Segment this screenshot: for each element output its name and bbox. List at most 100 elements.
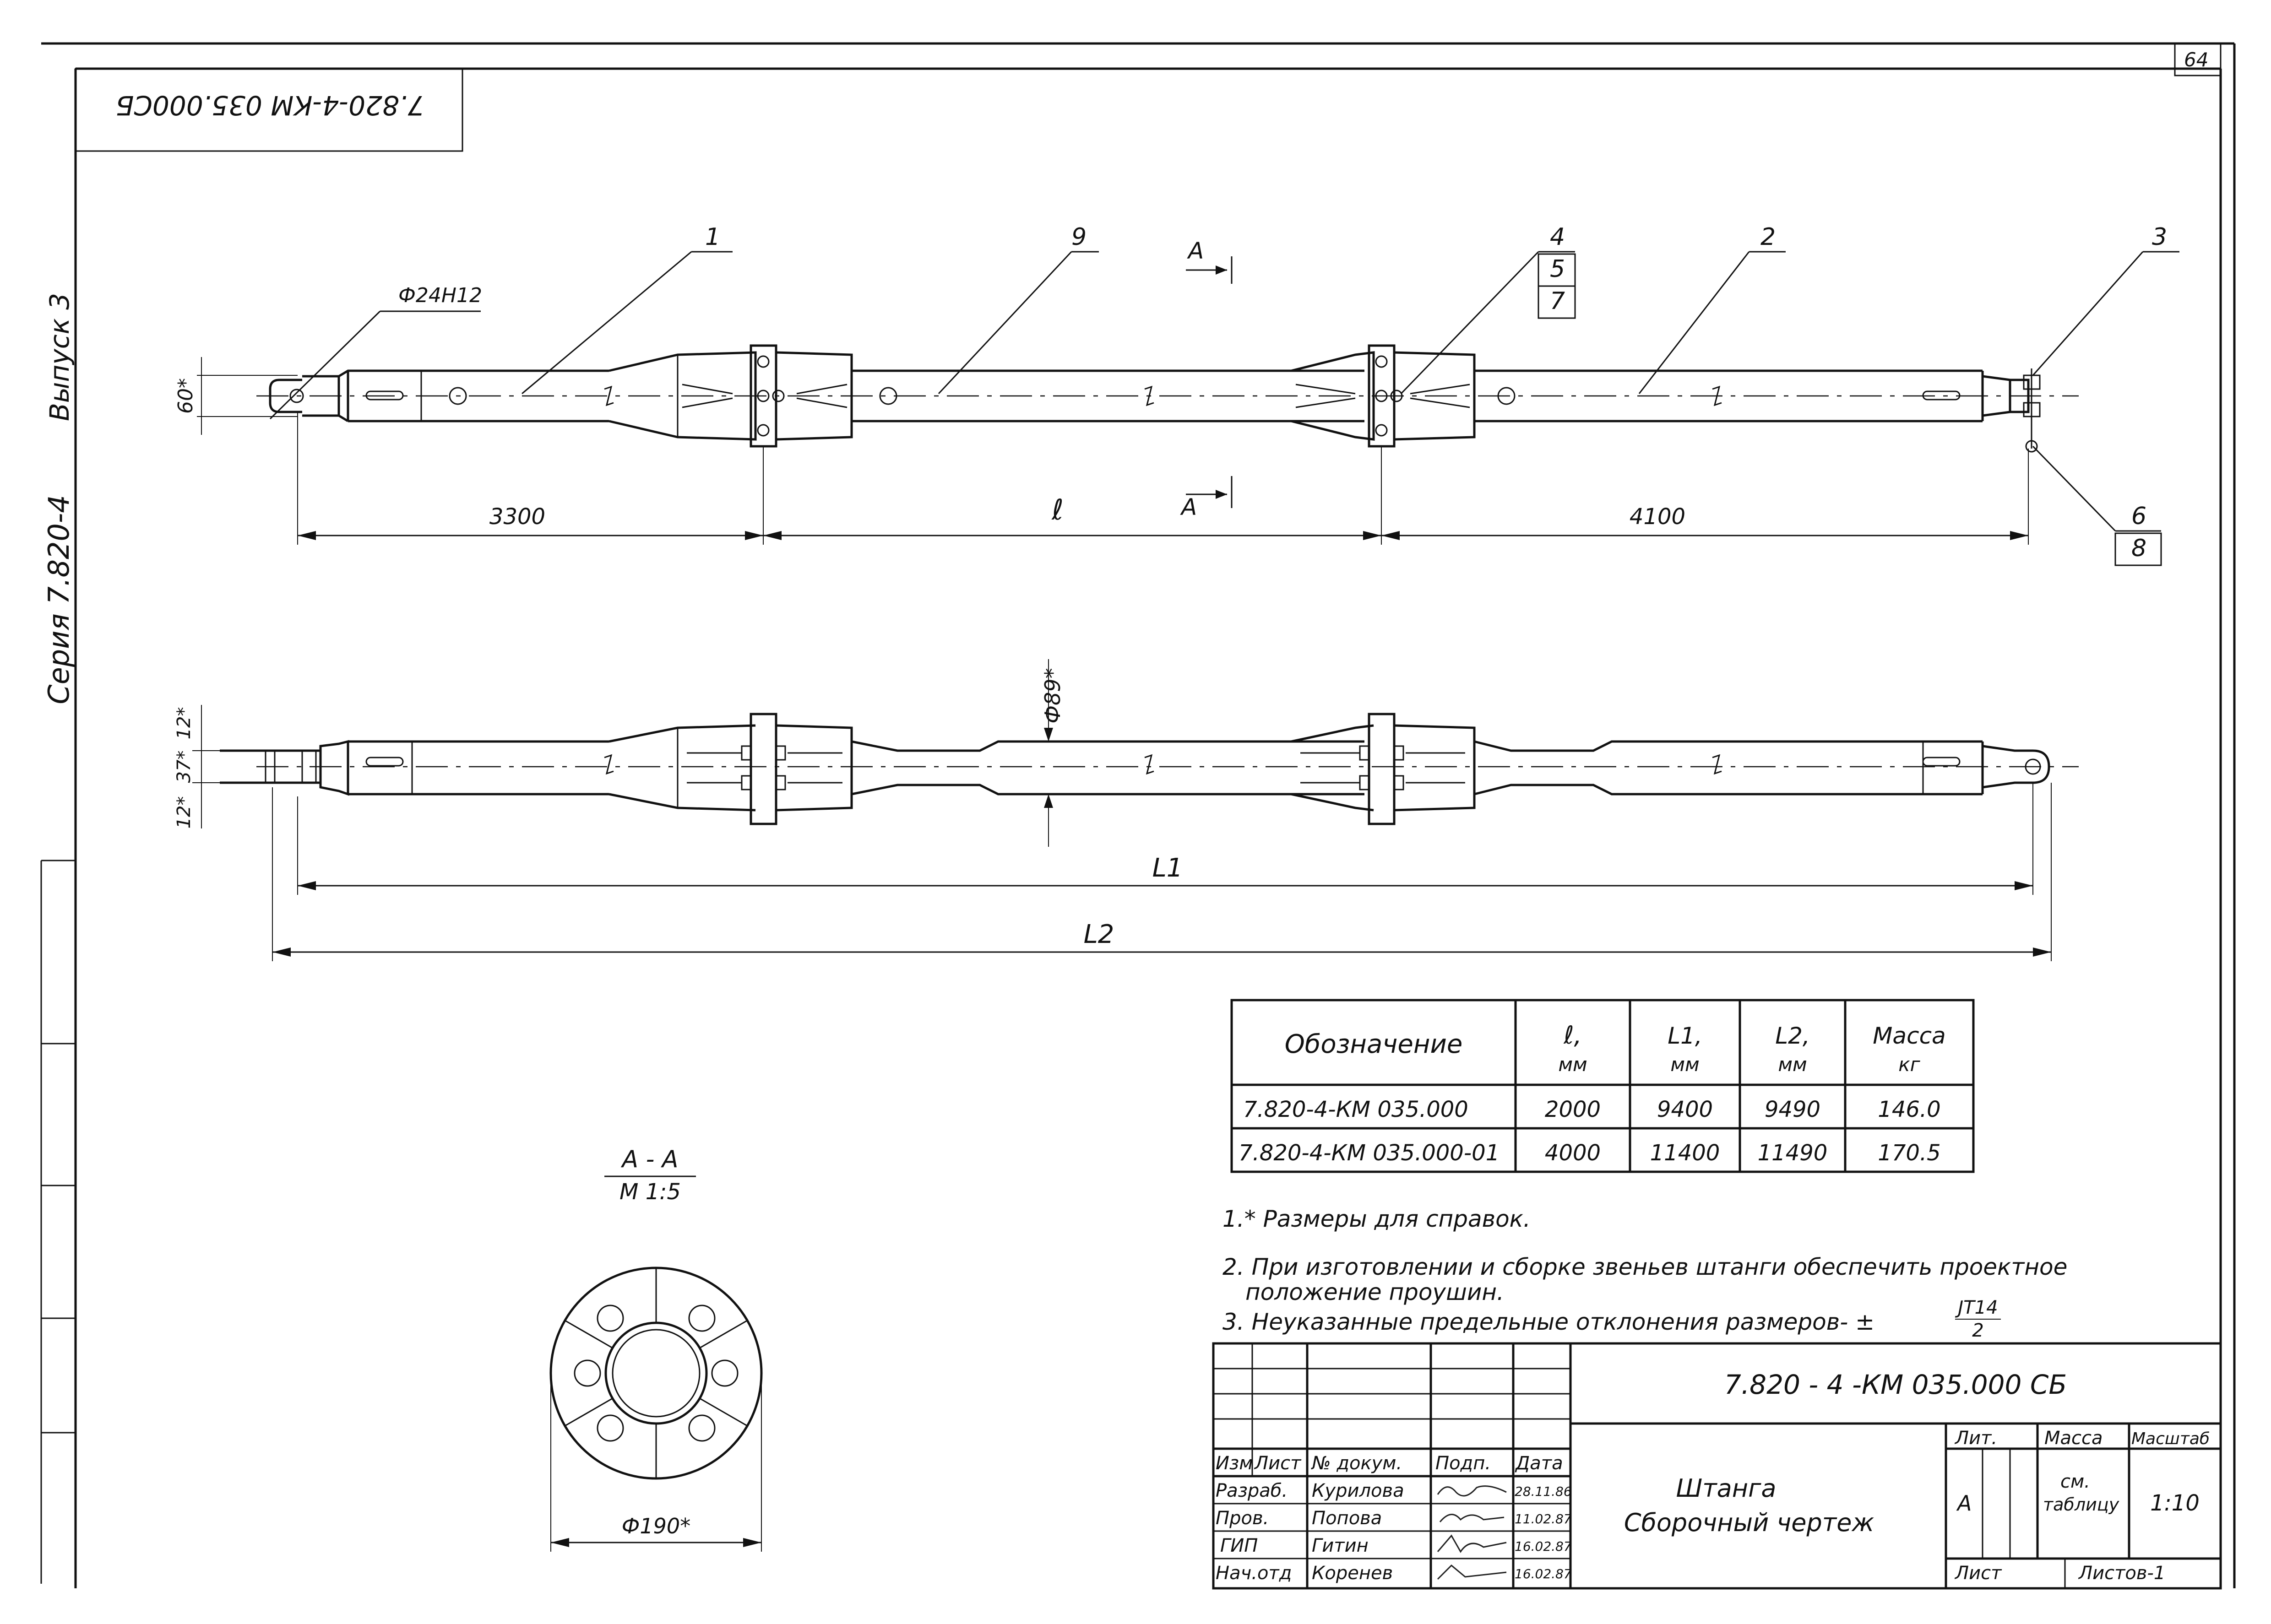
dim-L1: L1 — [1152, 853, 1183, 883]
tb-col-sign: Подп. — [1435, 1453, 1491, 1474]
note-2-line2: положение проушин. — [1245, 1279, 1504, 1305]
callout-6: 6 — [2131, 503, 2146, 530]
section-a-a — [549, 1175, 763, 1552]
table-row2-L2: 11490 — [1758, 1140, 1828, 1166]
section-scale: М 1:5 — [619, 1179, 681, 1205]
tb-date-4: 16.02.87 — [1515, 1566, 1572, 1581]
table-header-mass-unit: кг — [1898, 1053, 1920, 1076]
section-letter-top: A — [1187, 238, 1204, 264]
dim-L2: L2 — [1084, 920, 1114, 949]
note-3-numerator: JT14 — [1955, 1297, 1998, 1318]
section-title: А - А — [621, 1146, 679, 1173]
sheet-number: 64 — [2184, 49, 2208, 71]
tb-date-3: 16.02.87 — [1515, 1539, 1572, 1554]
note-3: 3. Неуказанные предельные отклонения раз… — [1222, 1309, 1874, 1335]
callout-8: 8 — [2131, 535, 2146, 562]
tb-lit-label: Лит. — [1954, 1428, 1997, 1449]
tb-name-line2: Сборочный чертеж — [1624, 1508, 1874, 1537]
note-2-line1: 2. При изготовлении и сборке звеньев шта… — [1222, 1254, 2067, 1280]
callout-7: 7 — [1550, 287, 1565, 315]
stamp-box — [75, 68, 463, 152]
tb-mass-label: Масса — [2044, 1428, 2103, 1449]
tb-role-1: Разраб. — [1216, 1480, 1288, 1501]
stamp-code: 7.820-4-КМ 035.000СБ — [116, 90, 425, 121]
dim-phi190: Ф190* — [622, 1514, 690, 1538]
tb-name-4: Коренев — [1312, 1563, 1393, 1584]
tb-role-4: Нач.отд — [1216, 1563, 1292, 1584]
tb-col-izm: Изм — [1216, 1453, 1253, 1474]
table-header-mass: Масса — [1873, 1023, 1945, 1049]
callout-leaders — [269, 251, 2179, 566]
dim-4100: 4100 — [1630, 504, 1685, 530]
tb-scale-value: 1:10 — [2150, 1490, 2200, 1516]
table-header-l-unit: мм — [1558, 1053, 1587, 1076]
callout-9: 9 — [1071, 223, 1087, 251]
series-label: Серия 7.820-4 — [42, 495, 76, 704]
tb-role-3: ГИП — [1220, 1535, 1258, 1556]
sheet-frame — [40, 42, 2236, 1588]
section-markers — [1186, 256, 1233, 508]
tb-role-2: Пров. — [1216, 1508, 1269, 1529]
signature-2 — [1439, 1514, 1505, 1522]
table-header-L1: L1, — [1668, 1023, 1702, 1049]
issue-label: Выпуск 3 — [44, 293, 75, 421]
table-header-L1-unit: мм — [1670, 1053, 1699, 1076]
callout-4: 4 — [1550, 223, 1565, 251]
table-row2-l: 4000 — [1545, 1140, 1601, 1166]
table-row1-designation: 7.820-4-КМ 035.000 — [1243, 1097, 1468, 1122]
table-row2-designation: 7.820-4-КМ 035.000-01 — [1239, 1140, 1500, 1166]
table-row1-mass: 146.0 — [1878, 1097, 1940, 1122]
note-1: 1.* Размеры для справок. — [1222, 1206, 1531, 1232]
tb-mass-value2: таблицу — [2043, 1494, 2119, 1515]
tb-scale-label: Масштаб — [2131, 1429, 2210, 1448]
callout-3: 3 — [2152, 223, 2167, 251]
tb-sheet-label: Лист — [1954, 1563, 2002, 1584]
tb-doc-code: 7.820 - 4 -КМ 035.000 СБ — [1724, 1369, 2067, 1400]
dim-37: 37* — [174, 751, 195, 783]
tb-name-3: Гитин — [1312, 1535, 1369, 1556]
dim-12-top: 12* — [174, 707, 195, 740]
tb-col-list: Лист — [1254, 1453, 1302, 1474]
callout-2: 2 — [1760, 223, 1776, 251]
table-row2-mass: 170.5 — [1878, 1140, 1940, 1166]
dim-60: 60* — [174, 378, 197, 414]
tb-col-doc: № докум. — [1311, 1453, 1402, 1474]
rod-side-view — [220, 713, 2079, 825]
dim-phi89: Ф89* — [1040, 668, 1065, 723]
callout-1: 1 — [705, 223, 720, 251]
tb-date-1: 28.11.86 — [1515, 1484, 1572, 1499]
dim-phi24: Ф24Н12 — [398, 284, 482, 307]
dim-l: ℓ — [1051, 493, 1064, 526]
tb-date-2: 11.02.87 — [1515, 1511, 1572, 1527]
table-row1-L2: 9490 — [1765, 1097, 1820, 1122]
tb-sheets-label: Листов-1 — [2078, 1563, 2165, 1584]
tb-name-2: Попова — [1312, 1508, 1382, 1529]
tb-name-1: Курилова — [1312, 1480, 1404, 1501]
table-row2-L1: 11400 — [1650, 1140, 1720, 1166]
table-header-designation: Обозначение — [1285, 1029, 1463, 1059]
tb-mass-value1: см. — [2060, 1471, 2090, 1492]
dim-3300: 3300 — [489, 504, 545, 530]
spec-table — [1230, 999, 1975, 1173]
table-row1-L1: 9400 — [1657, 1097, 1713, 1122]
signature-4 — [1437, 1564, 1507, 1580]
title-block — [1212, 1342, 2222, 1590]
table-header-L2-unit: мм — [1778, 1053, 1807, 1076]
signature-1 — [1437, 1485, 1507, 1497]
signature-3 — [1437, 1534, 1507, 1553]
rod-top-view — [256, 344, 2079, 453]
table-header-L2: L2, — [1775, 1023, 1810, 1049]
note-3-denominator: 2 — [1972, 1320, 1983, 1341]
dim-12-bottom: 12* — [174, 796, 195, 829]
side-dimensions — [192, 659, 2052, 961]
callout-5: 5 — [1550, 255, 1565, 283]
section-letter-bottom: A — [1180, 494, 1197, 520]
table-row1-l: 2000 — [1545, 1097, 1601, 1122]
tb-lit-value: А — [1956, 1491, 1972, 1516]
tb-col-date: Дата — [1515, 1453, 1563, 1474]
tb-name-line1: Штанга — [1676, 1474, 1776, 1503]
table-header-l: ℓ, — [1563, 1021, 1581, 1050]
top-dimensions — [197, 357, 2029, 545]
